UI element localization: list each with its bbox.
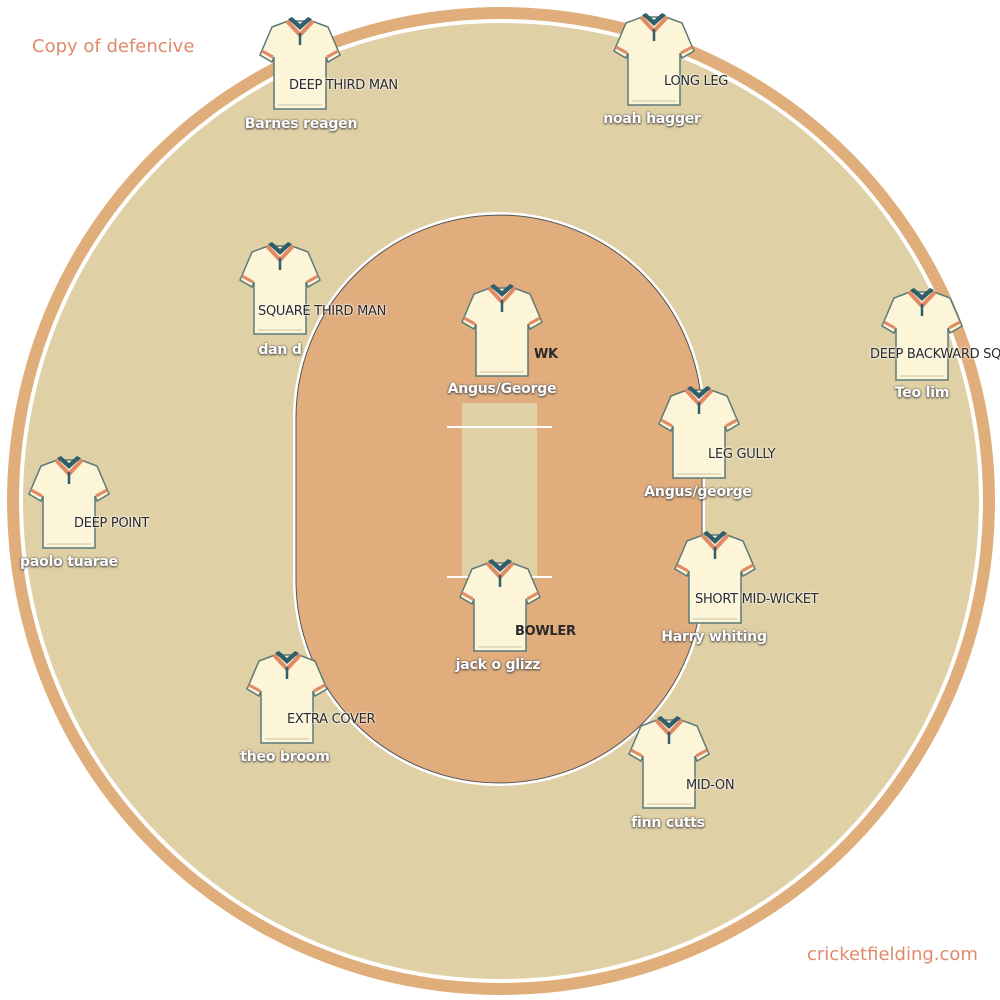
shirt-icon[interactable] [458, 559, 542, 654]
fielding-position-label: MID-ON [686, 778, 735, 793]
player-name[interactable]: Teo lim [894, 385, 950, 401]
shirt-icon[interactable] [673, 531, 757, 626]
fielding-position-label: LONG LEG [664, 74, 729, 89]
shirt-icon[interactable] [460, 284, 544, 379]
shirt-icon[interactable] [657, 386, 741, 481]
fielding-position-label: WK [534, 347, 558, 362]
shirt-icon[interactable] [27, 456, 111, 551]
player-name[interactable]: Angus/george [644, 484, 752, 500]
shirt-icon[interactable] [238, 242, 322, 337]
player-name[interactable]: paolo tuarae [20, 554, 118, 570]
shirt-icon[interactable] [258, 17, 342, 112]
fielding-position-label: DEEP THIRD MAN [289, 78, 398, 93]
player-name[interactable]: Barnes reagen [244, 116, 358, 132]
site-credit[interactable]: cricketfielding.com [807, 944, 978, 965]
shirt-icon[interactable] [880, 288, 964, 383]
player-name[interactable]: noah hagger [603, 111, 701, 127]
player-name[interactable]: dan d [258, 342, 302, 358]
player-name[interactable]: Angus/George [447, 381, 557, 397]
fielding-position-label: DEEP POINT [74, 516, 149, 531]
fielding-position-label: SQUARE THIRD MAN [258, 304, 387, 319]
fielding-position-label: EXTRA COVER [287, 712, 376, 727]
fielding-position-label: LEG GULLY [708, 447, 776, 462]
player-name[interactable]: theo broom [240, 749, 330, 765]
player-name[interactable]: Harry whiting [661, 629, 767, 645]
shirt-icon[interactable] [627, 716, 711, 811]
pitch [462, 403, 537, 578]
shirt-icon[interactable] [245, 651, 329, 746]
fielding-position-label: BOWLER [515, 624, 576, 639]
player-name[interactable]: finn cutts [631, 815, 705, 831]
fielding-position-label: SHORT MID-WICKET [695, 592, 819, 607]
player-name[interactable]: jack o glizz [455, 657, 541, 673]
page-title: Copy of defencive [32, 36, 195, 57]
shirt-icon[interactable] [612, 13, 696, 108]
fielding-position-label: DEEP BACKWARD SQ [870, 347, 1000, 362]
